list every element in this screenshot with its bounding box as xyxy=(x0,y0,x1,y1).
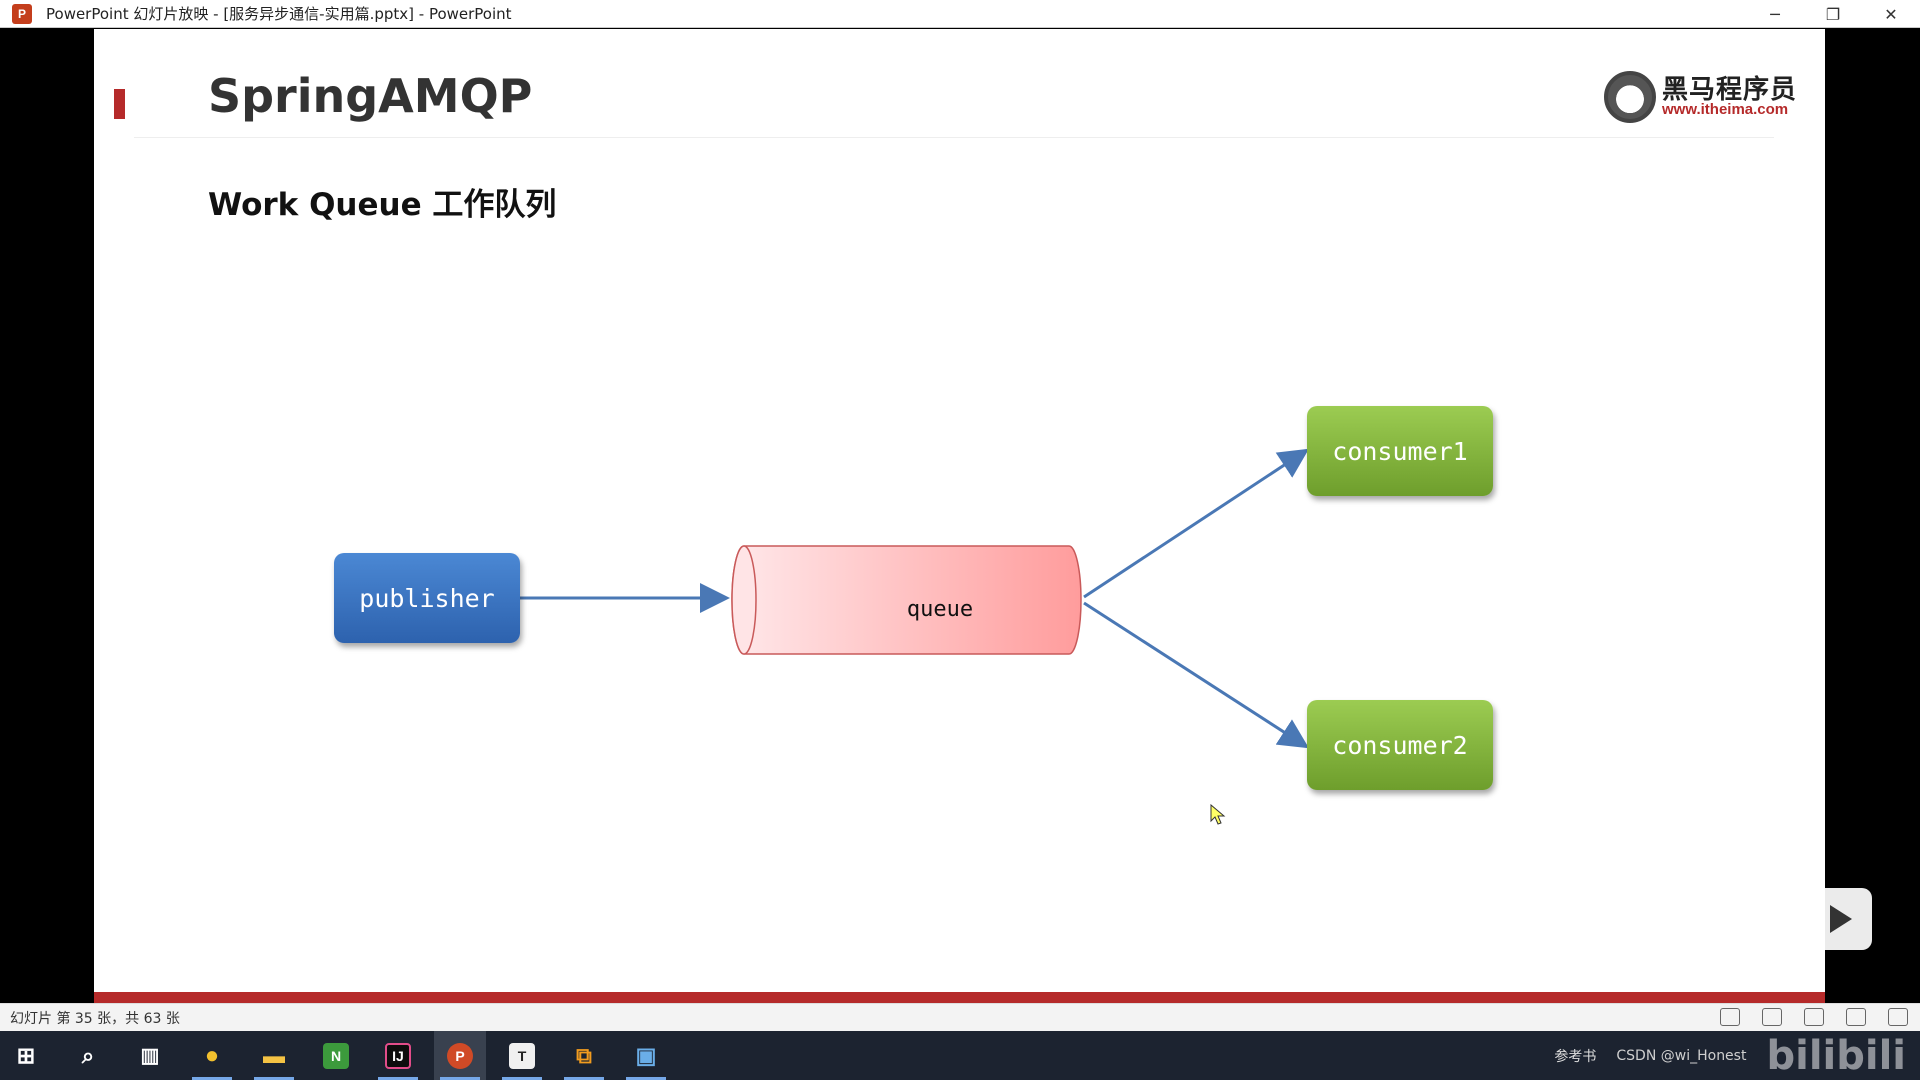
tray-reference-label[interactable]: 参考书 xyxy=(1554,1048,1597,1065)
minimize-button[interactable]: ─ xyxy=(1770,4,1780,24)
mouse-cursor-icon xyxy=(1210,804,1226,825)
taskbar-vmware[interactable]: ⧉ xyxy=(558,1031,610,1080)
slide-sorter-icon[interactable] xyxy=(1762,1008,1782,1026)
horse-logo-icon xyxy=(1604,71,1656,123)
folder-icon: ▬ xyxy=(263,1042,285,1068)
close-button[interactable]: ✕ xyxy=(1884,4,1898,24)
start-button[interactable]: ⊞ xyxy=(0,1031,52,1080)
windows-start-icon: ⊞ xyxy=(16,1042,36,1068)
restore-button[interactable]: ❐ xyxy=(1825,4,1841,24)
taskbar-file-explorer[interactable]: ▬ xyxy=(248,1031,300,1080)
csdn-watermark: CSDN @wi_Honest xyxy=(1616,1047,1747,1064)
consumer1-node: consumer1 xyxy=(1307,406,1493,496)
menu-icon[interactable] xyxy=(1888,1008,1908,1026)
notepad-icon: N xyxy=(323,1042,349,1069)
notes-view-icon[interactable] xyxy=(1720,1008,1740,1026)
window-title: PowerPoint 幻灯片放映 - [服务异步通信-实用篇.pptx] - P… xyxy=(46,5,512,23)
remote-desktop-icon: ▣ xyxy=(635,1042,657,1068)
slide-title: SpringAMQP xyxy=(208,69,533,123)
task-view-icon: ▥ xyxy=(140,1045,160,1067)
taskbar-notepad[interactable]: N xyxy=(310,1031,362,1080)
powerpoint-app-icon[interactable]: P xyxy=(12,3,32,24)
window-controls: ─ ❐ ✕ xyxy=(1746,0,1920,28)
reading-view-icon[interactable] xyxy=(1804,1008,1824,1026)
bilibili-watermark: bilibili xyxy=(1766,1032,1906,1079)
status-bar: 幻灯片 第 35 张，共 63 张 xyxy=(0,1003,1920,1031)
taskbar-powerpoint[interactable]: P xyxy=(434,1031,486,1080)
slide-canvas[interactable]: SpringAMQP Work Queue 工作队列 黑马程序员 www.ith… xyxy=(94,29,1825,1003)
video-play-widget[interactable] xyxy=(1804,888,1872,950)
powerpoint-icon: P xyxy=(447,1042,473,1069)
logo-name: 黑马程序员 xyxy=(1662,75,1798,105)
task-view-button[interactable]: ▥ xyxy=(124,1031,176,1080)
logo-url: www.itheima.com xyxy=(1662,101,1789,118)
view-controls xyxy=(1720,1008,1908,1026)
search-icon: ⌕ xyxy=(81,1042,95,1068)
window-title-bar: P PowerPoint 幻灯片放映 - [服务异步通信-实用篇.pptx] -… xyxy=(0,0,1920,28)
vmware-icon: ⧉ xyxy=(576,1042,592,1068)
chrome-icon: ● xyxy=(204,1041,220,1069)
slide-counter: 幻灯片 第 35 张，共 63 张 xyxy=(10,1010,180,1027)
title-divider xyxy=(134,137,1774,138)
slide-subtitle: Work Queue 工作队列 xyxy=(208,187,557,223)
slide-footer-bar xyxy=(94,992,1825,1003)
arrow-queue-to-consumer1 xyxy=(1083,448,1310,599)
queue-label: queue xyxy=(906,597,974,622)
taskbar-typora[interactable]: T xyxy=(496,1031,548,1080)
queue-cylinder xyxy=(731,545,1082,655)
arrow-queue-to-consumer2 xyxy=(1083,601,1310,749)
system-tray: 参考书 CSDN @wi_Honest bilibili xyxy=(1554,1031,1906,1080)
typora-icon: T xyxy=(509,1042,535,1069)
search-button[interactable]: ⌕ xyxy=(62,1031,114,1080)
taskbar-chrome[interactable]: ● xyxy=(186,1031,238,1080)
play-icon xyxy=(1830,905,1852,933)
title-accent-bar xyxy=(114,89,125,119)
work-queue-diagram xyxy=(520,448,1310,749)
taskbar-intellij[interactable]: IJ xyxy=(372,1031,424,1080)
consumer2-node: consumer2 xyxy=(1307,700,1493,790)
itheima-logo: 黑马程序员 www.itheima.com xyxy=(1604,67,1796,127)
publisher-node: publisher xyxy=(334,553,520,643)
windows-taskbar: ⊞ ⌕ ▥ ● ▬ N IJ P T ⧉ ▣ 参考书 CSDN @wi_Hone… xyxy=(0,1031,1920,1080)
taskbar-remote-desktop[interactable]: ▣ xyxy=(620,1031,672,1080)
intellij-icon: IJ xyxy=(385,1042,411,1069)
slideshow-view-icon[interactable] xyxy=(1846,1008,1866,1026)
